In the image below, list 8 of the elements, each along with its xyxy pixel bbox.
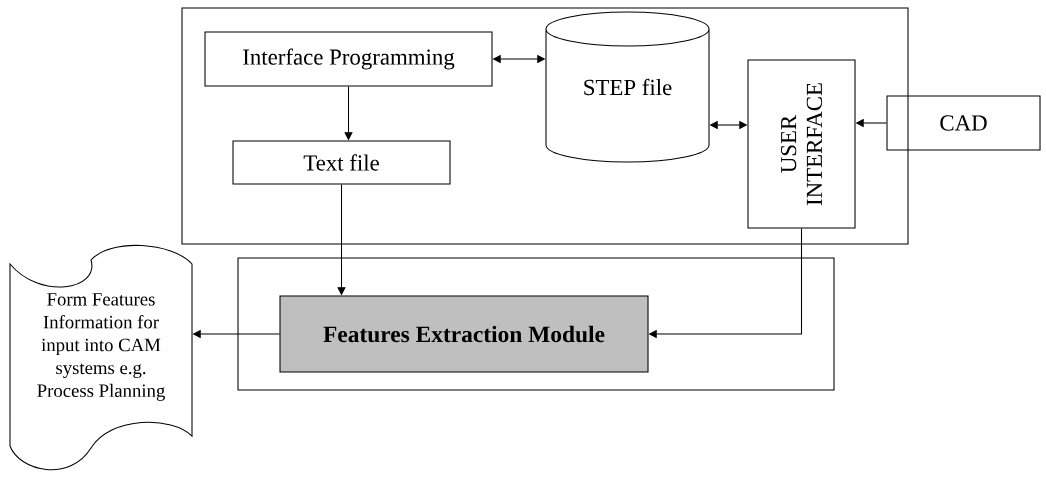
process-box: [237, 257, 835, 391]
database-cylinder: STEP file: [545, 11, 710, 163]
process-box: [181, 7, 909, 245]
process-box: USER INTERFACE: [747, 59, 856, 229]
process-box: Text file: [232, 140, 451, 185]
process-box: Features Extraction Module: [279, 295, 649, 373]
process-box: CAD: [886, 95, 1041, 151]
process-box: Interface Programming: [204, 31, 493, 87]
